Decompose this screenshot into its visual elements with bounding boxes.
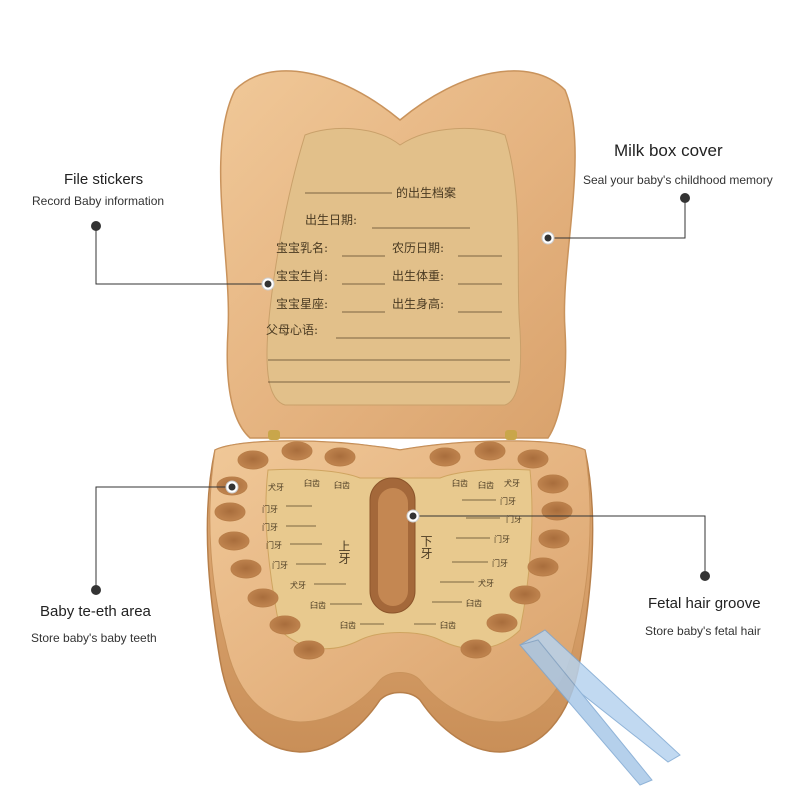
guide-incisor-4: 门牙 — [272, 560, 288, 570]
guide-molar-4: 臼齿 — [340, 620, 356, 630]
teeth-holes — [214, 441, 573, 660]
baby-teeth-area-subtitle: Store baby's baby teeth — [31, 631, 157, 645]
file-sticker-card: 的出生档案 出生日期: 宝宝乳名: 农历日期: 宝宝生肖: 出生体重: 宝宝星座… — [266, 128, 522, 406]
file-stickers-subtitle: Record Baby information — [32, 194, 165, 208]
guide-incisor-6: 门牙 — [506, 514, 522, 524]
callout-lines — [95, 198, 706, 590]
guide-molar-5: 臼齿 — [452, 478, 468, 488]
card-constellation: 宝宝星座: — [276, 296, 328, 311]
guide-incisor-8: 门牙 — [492, 558, 508, 568]
callout-dots — [91, 193, 710, 595]
card-birth-height: 出生身高: — [392, 296, 444, 311]
guide-canine-3: 犬牙 — [504, 478, 520, 488]
guide-incisor-1: 门牙 — [262, 504, 278, 514]
guide-molar-7: 臼齿 — [466, 598, 482, 608]
guide-molar-3: 臼齿 — [310, 600, 326, 610]
hinges — [268, 430, 517, 440]
file-stickers-title: File stickers — [64, 171, 144, 188]
guide-incisor-3: 门牙 — [266, 540, 282, 550]
plastic-tweezers — [519, 629, 681, 786]
lower-teeth-label: 下牙 — [419, 535, 433, 559]
baby-teeth-area-title: Baby te-eth area — [40, 603, 151, 620]
guide-canine-4: 犬牙 — [478, 578, 494, 588]
card-lunar-date: 农历日期: — [392, 241, 444, 255]
milk-box-cover-title: Milk box cover — [614, 141, 723, 160]
guide-molar-6: 臼齿 — [478, 480, 494, 490]
guide-molar-2: 臼齿 — [334, 480, 350, 490]
guide-incisor-7: 门牙 — [494, 534, 510, 544]
guide-incisor-5: 门牙 — [500, 496, 516, 506]
guide-canine-2: 犬牙 — [290, 580, 306, 590]
fetal-hair-groove — [369, 477, 416, 614]
guide-molar-1: 臼齿 — [304, 478, 320, 488]
fetal-hair-groove-subtitle: Store baby's fetal hair — [645, 624, 761, 638]
guide-canine-1: 犬牙 — [268, 482, 284, 492]
guide-incisor-2: 门牙 — [262, 522, 278, 532]
card-zodiac: 宝宝生肖: — [276, 269, 328, 283]
card-nickname: 宝宝乳名: — [276, 240, 328, 255]
card-parents-words: 父母心语: — [266, 323, 318, 337]
card-birth-weight: 出生体重: — [392, 269, 444, 283]
guide-molar-8: 臼齿 — [440, 620, 456, 630]
card-birth-date: 出生日期: — [305, 213, 357, 227]
milk-box-cover-subtitle: Seal your baby's childhood memory — [583, 173, 773, 187]
card-heading: 的出生档案 — [396, 185, 456, 200]
fetal-hair-groove-title: Fetal hair groove — [648, 595, 761, 612]
upper-teeth-label: 上牙 — [337, 540, 351, 564]
